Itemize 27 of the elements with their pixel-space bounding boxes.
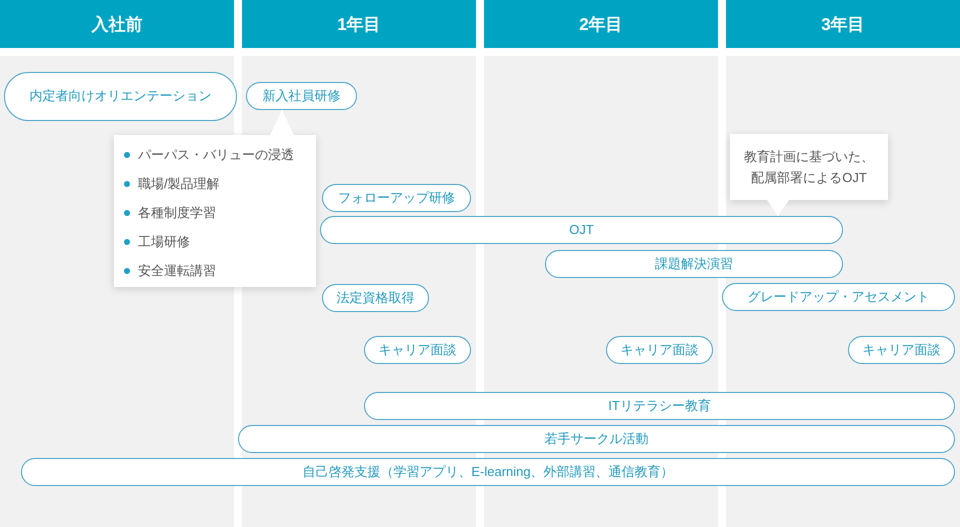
column-header: 入社前 xyxy=(0,0,234,48)
activity-pill: キャリア面談 xyxy=(848,336,955,364)
list-item-text: 各種制度学習 xyxy=(138,204,216,222)
activity-pill: ITリテラシー教育 xyxy=(364,392,955,420)
callout-pointer xyxy=(270,110,294,135)
callout-pointer xyxy=(767,200,789,216)
list-item-text: 安全運転講習 xyxy=(138,262,216,280)
activity-pill: 課題解決演習 xyxy=(545,250,843,278)
callout-card xyxy=(730,134,888,200)
activity-pill: 若手サークル活動 xyxy=(238,425,955,453)
activity-pill: 法定資格取得 xyxy=(322,284,429,312)
activity-pill: 内定者向けオリエンテーション xyxy=(4,72,237,121)
activity-pill: フォローアップ研修 xyxy=(322,184,471,212)
column-header: 3年目 xyxy=(726,0,960,48)
callout-card xyxy=(114,135,316,287)
list-item-text: パーパス・バリューの浸透 xyxy=(138,146,294,164)
activity-pill: キャリア面談 xyxy=(606,336,713,364)
list-item-text: 工場研修 xyxy=(138,232,190,250)
column-header: 2年目 xyxy=(484,0,718,48)
activity-pill: グレードアップ・アセスメント xyxy=(722,283,955,311)
activity-pill: 自己啓発支援（学習アプリ、E-learning、外部講習、通信教育） xyxy=(21,458,955,486)
activity-pill: キャリア面談 xyxy=(364,336,471,364)
activity-pill: 新入社員研修 xyxy=(246,82,357,110)
activity-pill: OJT xyxy=(320,216,843,244)
callout-text: 教育計画に基づいた、配属部署によるOJT xyxy=(743,148,875,187)
list-item-text: 職場/製品理解 xyxy=(138,174,220,192)
column-header: 1年目 xyxy=(242,0,476,48)
